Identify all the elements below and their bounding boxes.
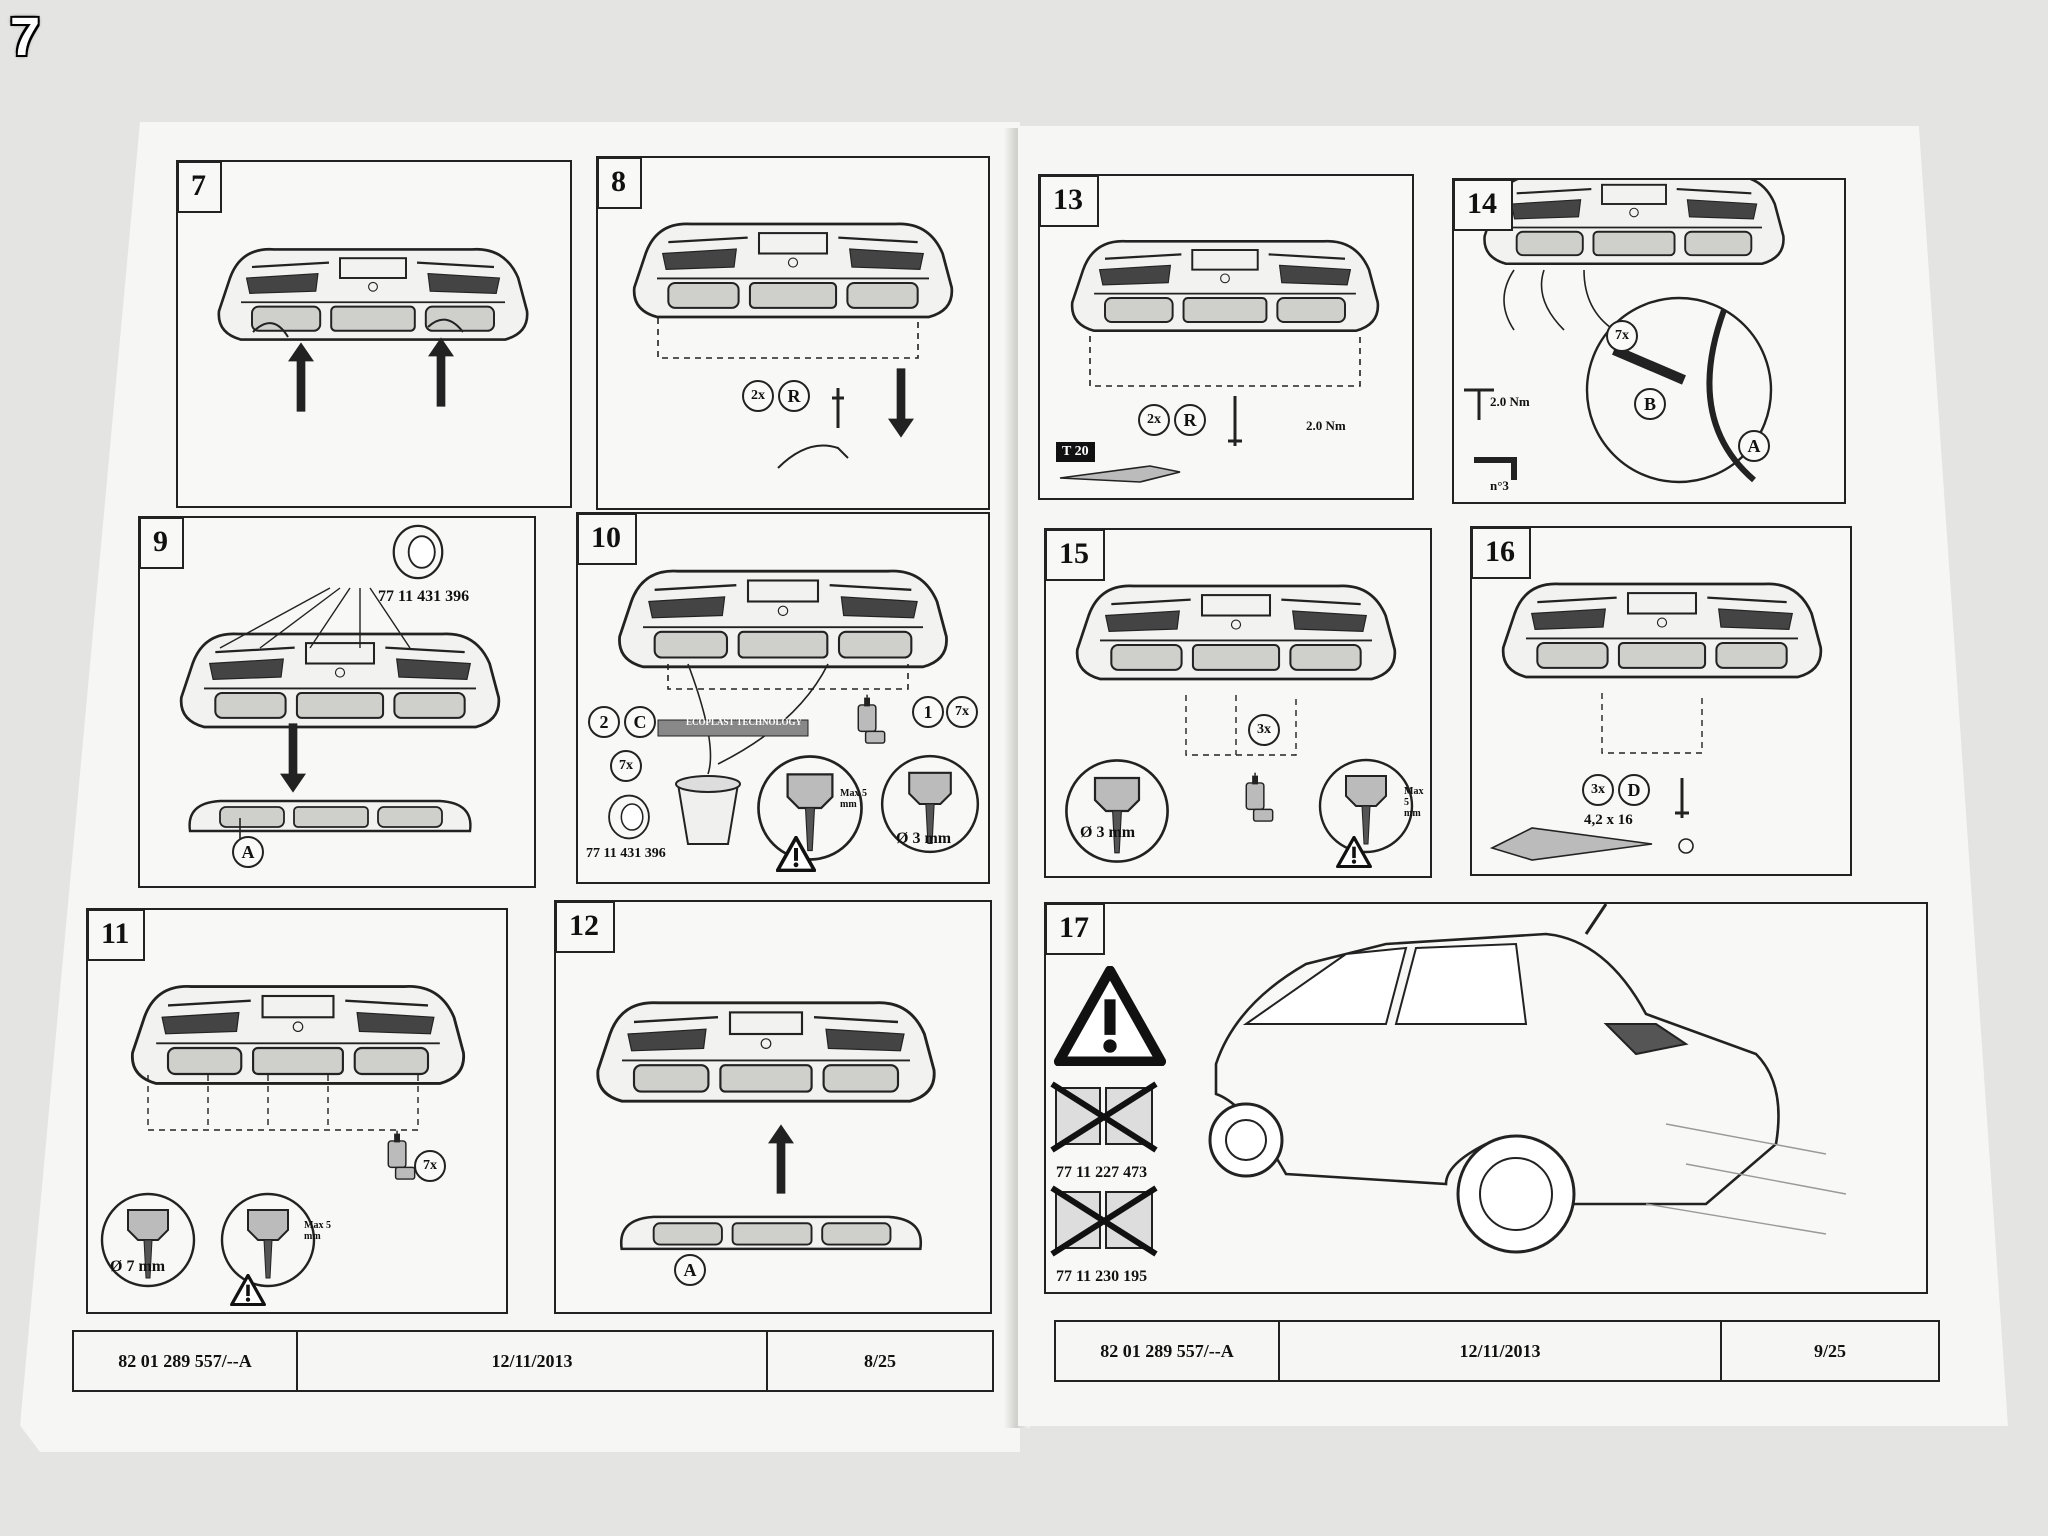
step-15-illustration [1065,584,1414,868]
step-number: 14 [1453,179,1513,231]
torque-label: 2.0 Nm [1306,418,1346,433]
max-depth-label: Max 5 mm [840,788,867,810]
qty-circle: 7x [946,696,978,728]
part-circle: A [1738,430,1770,462]
tape-reference: 77 11 431 396 [586,846,666,861]
step-16-illustration [1489,582,1823,861]
step-10-illustration [608,569,980,872]
part-circle: A [674,1254,706,1286]
part-circle: D [1618,774,1650,806]
qty-circle: 1 [912,696,944,728]
step-number: 13 [1039,175,1099,227]
part-circle: C [624,706,656,738]
tool-text: ECOPLAST TECHNOLOGY [686,717,802,727]
step-9-panel: 9 77 11 431 396 A [138,516,536,888]
part-circle: B [1634,388,1666,420]
image-corner-label: 7 [10,7,41,67]
tool-badge: T 20 [1056,442,1095,462]
part-circle: R [1174,404,1206,436]
step-16-panel: 16 3x D 4,2 x 16 [1470,526,1852,876]
step-13-panel: 13 2x R 2.0 Nm T 20 [1038,174,1414,500]
drill-size-label: Ø 3 mm [896,830,952,847]
step-14-panel: 14 7x B A 2.0 Nm n°3 [1452,178,1846,504]
doc-date: 12/11/2013 [298,1332,768,1390]
max-depth-label: Max 5 mm [304,1220,331,1242]
step-number: 7 [177,161,222,213]
step-11-illustration [100,984,466,1306]
step-8-panel: 8 2x R [596,156,990,510]
step-number: 9 [139,517,184,569]
part-circle: A [232,836,264,868]
tape-reference: 77 11 431 396 [378,588,470,605]
screw-size-label: 4,2 x 16 [1584,812,1633,828]
step-15-panel: 15 3x Ø 3 mm Max 5 mm [1044,528,1432,878]
doc-reference: 82 01 289 557/--A [1056,1322,1280,1380]
max-depth-label: Max 5 mm [1404,786,1424,819]
qty-circle: 3x [1582,774,1614,806]
page-number: 8/25 [863,1350,896,1371]
step-number: 17 [1045,903,1105,955]
step-7-panel: 7 [176,160,572,508]
step-8-illustration [632,222,954,469]
step-17-panel: 17 77 11 227 473 77 11 230 195 [1044,902,1928,1294]
drill-size-label: Ø 7 mm [110,1258,166,1275]
tool-label: n°3 [1490,478,1509,493]
step-number: 15 [1045,529,1105,581]
part-circle: R [778,380,810,412]
step-9-illustration [179,524,501,848]
step-12-illustration [596,1001,936,1251]
step-10-panel: 10 2 C ECOPLAST TECHNOLOGY 7x 77 11 431 … [576,512,990,884]
product-reference: 77 11 230 195 [1056,1268,1148,1285]
doc-reference: 82 01 289 557/--A [74,1332,298,1390]
page-number: 9/25 [1813,1340,1846,1361]
qty-circle: 7x [610,750,642,782]
step-17-illustration [1050,904,1847,1257]
right-page-footer: 82 01 289 557/--A 12/11/2013 9/25 [1054,1320,1940,1382]
step-7-illustration [217,247,529,412]
qty-circle: 2 [588,706,620,738]
qty-circle: 2x [1138,404,1170,436]
qty-circle: 7x [1606,320,1638,352]
step-number: 10 [577,513,637,565]
step-11-panel: 11 7x Ø 7 mm Max 5 mm [86,908,508,1314]
drill-size-label: Ø 3 mm [1080,824,1136,841]
step-number: 11 [87,909,146,961]
step-12-panel: 12 A [554,900,992,1314]
left-page-footer: 82 01 289 557/--A 12/11/2013 8/25 [72,1330,994,1392]
step-number: 8 [597,157,642,209]
product-reference: 77 11 227 473 [1056,1164,1148,1181]
qty-circle: 7x [414,1150,446,1182]
qty-circle: 3x [1248,714,1280,746]
torque-label: 2.0 Nm [1490,394,1530,409]
step-number: 12 [555,901,615,953]
qty-circle: 2x [742,380,774,412]
step-number: 16 [1471,527,1531,579]
doc-date: 12/11/2013 [1280,1322,1722,1380]
step-13-illustration [1059,239,1380,483]
